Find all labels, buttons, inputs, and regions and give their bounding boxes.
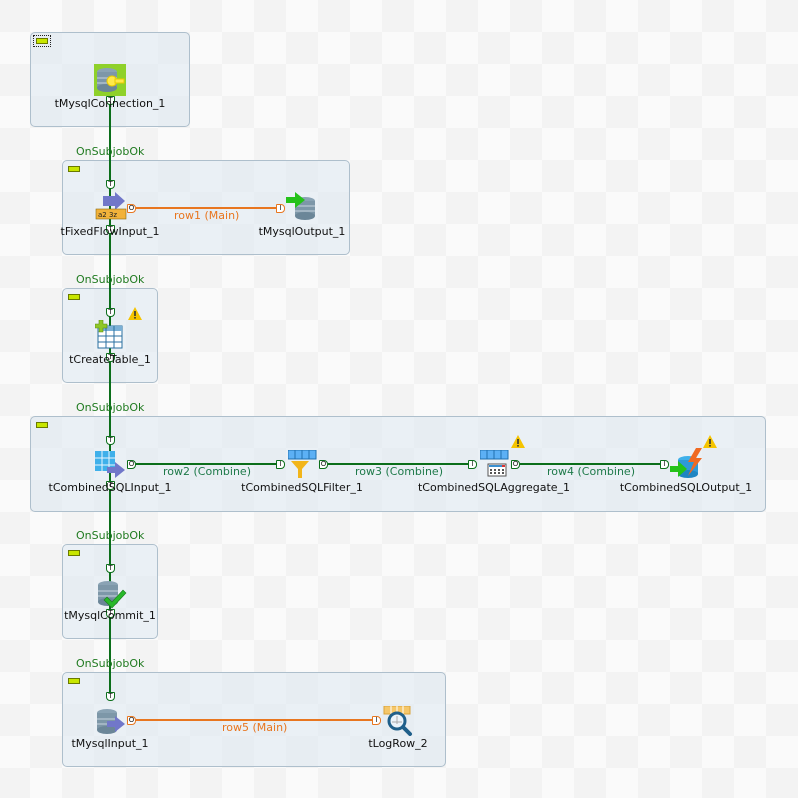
trigger-port[interactable]: T [106, 436, 115, 445]
link-row4[interactable] [520, 463, 660, 465]
mysql-commit-icon[interactable] [95, 579, 127, 609]
trigger-port[interactable]: T [106, 353, 115, 362]
trigger-port[interactable]: T [106, 609, 115, 618]
component-label[interactable]: tCombinedSQLOutput_1 [619, 481, 753, 494]
collapse-button[interactable] [68, 294, 80, 300]
component-label[interactable]: tFixedFlowInput_1 [60, 225, 160, 238]
trigger-label: OnSubjobOk [76, 145, 145, 158]
trigger-port[interactable]: T [106, 308, 115, 317]
component-label[interactable]: tMysqlConnection_1 [54, 97, 166, 110]
component-label[interactable]: tLogRow_2 [368, 737, 428, 750]
component-label[interactable]: tCreateTable_1 [69, 353, 151, 366]
component-label[interactable]: tCombinedSQLFilter_1 [241, 481, 363, 494]
trigger-port[interactable]: T [106, 180, 115, 189]
link-row2[interactable] [136, 463, 276, 465]
trigger-label: OnSubjobOk [76, 657, 145, 670]
link-label: row4 (Combine) [547, 465, 635, 478]
input-port[interactable]: I [468, 460, 477, 469]
trigger-label: OnSubjobOk [76, 529, 145, 542]
collapse-button[interactable] [36, 422, 48, 428]
link-row3[interactable] [328, 463, 468, 465]
link-label: row3 (Combine) [355, 465, 443, 478]
output-port[interactable]: O [127, 460, 136, 469]
output-port[interactable]: O [127, 204, 136, 213]
trigger-port[interactable]: T [106, 481, 115, 490]
fixed-flow-input-icon[interactable]: a2 3z [95, 192, 127, 220]
link-label: row2 (Combine) [163, 465, 251, 478]
trigger-label: OnSubjobOk [76, 401, 145, 414]
combined-sql-input-icon[interactable] [95, 451, 127, 479]
component-label[interactable]: tMysqlInput_1 [71, 737, 149, 750]
collapse-button[interactable] [68, 678, 80, 684]
mysql-input-icon[interactable] [95, 707, 127, 737]
warning-icon[interactable] [128, 305, 142, 320]
collapse-button[interactable] [68, 550, 80, 556]
input-port[interactable]: I [276, 460, 285, 469]
input-port[interactable]: I [276, 204, 285, 213]
log-row-icon[interactable] [382, 705, 414, 736]
output-port[interactable]: O [511, 460, 520, 469]
trigger-port[interactable]: T [106, 692, 115, 701]
link-label: row5 (Main) [222, 721, 288, 734]
svg-text:a2 3z: a2 3z [98, 211, 117, 219]
component-label[interactable]: tCombinedSQLInput_1 [48, 481, 172, 494]
component-label[interactable]: tMysqlCommit_1 [64, 609, 156, 622]
warning-icon[interactable] [511, 433, 525, 448]
input-port[interactable]: I [372, 716, 381, 725]
trigger-label: OnSubjobOk [76, 273, 145, 286]
mysql-connection-icon[interactable] [94, 64, 126, 96]
component-label[interactable]: tCombinedSQLAggregate_1 [417, 481, 571, 494]
output-port[interactable]: O [319, 460, 328, 469]
link-row5[interactable] [136, 719, 372, 721]
combined-sql-filter-icon[interactable] [287, 449, 318, 480]
component-label[interactable]: tMysqlOutput_1 [258, 225, 346, 238]
combined-sql-aggregate-icon[interactable] [479, 449, 510, 478]
mysql-output-icon[interactable] [285, 192, 319, 222]
trigger-line[interactable] [109, 100, 111, 700]
link-label: row1 (Main) [174, 209, 240, 222]
create-table-icon[interactable] [94, 319, 125, 350]
warning-icon[interactable] [703, 433, 717, 448]
output-port[interactable]: O [127, 716, 136, 725]
trigger-port[interactable]: T [106, 225, 115, 234]
combined-sql-output-icon[interactable] [670, 448, 704, 480]
input-port[interactable]: I [660, 460, 669, 469]
collapse-button[interactable] [33, 35, 51, 47]
trigger-port[interactable]: T [106, 96, 115, 105]
trigger-port[interactable]: T [106, 564, 115, 573]
link-row1[interactable] [136, 207, 276, 209]
collapse-button[interactable] [68, 166, 80, 172]
